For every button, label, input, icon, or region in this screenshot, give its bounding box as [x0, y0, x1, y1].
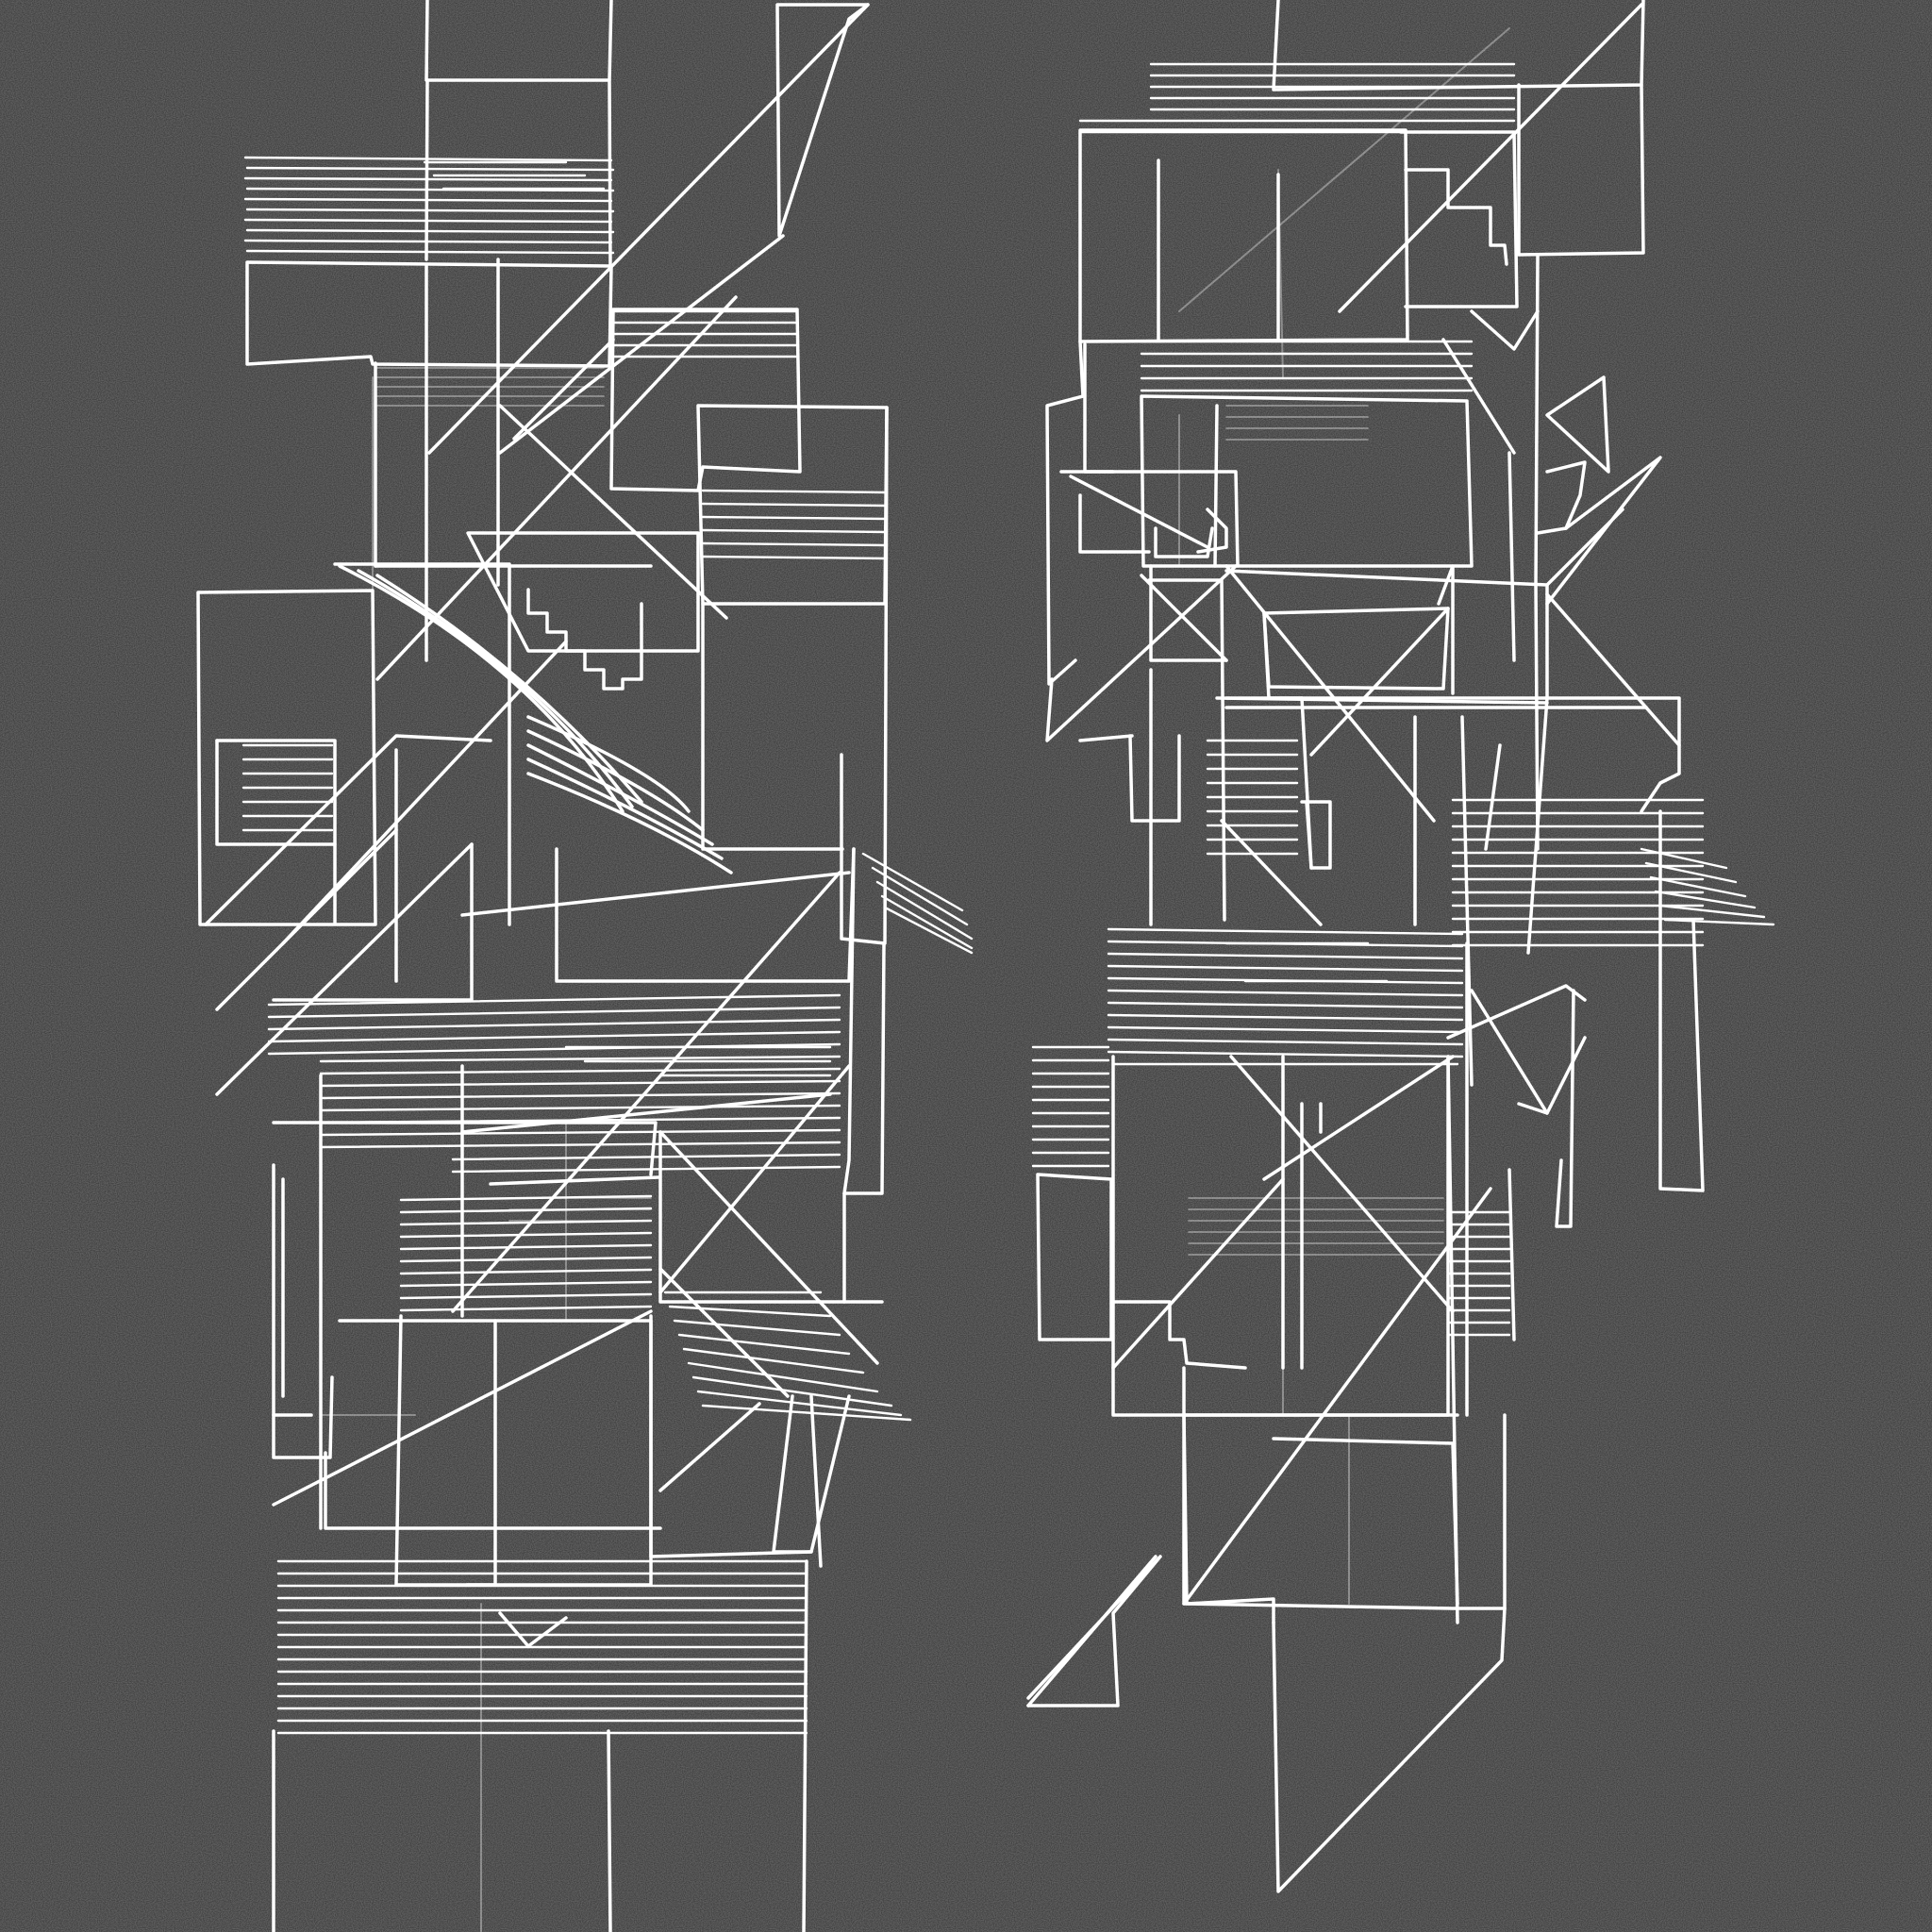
left-center-hatch [267, 993, 841, 1174]
left-third-hatch [701, 489, 889, 560]
left-tower [196, 0, 974, 1932]
right-wing-hatch [1451, 798, 1775, 947]
right-faint-lines [1178, 27, 1510, 1605]
left-second-hatch [611, 309, 799, 358]
left-mid-hatch [399, 1194, 653, 1312]
right-faint-hatch [1188, 405, 1444, 1256]
left-small-hatch [242, 743, 334, 832]
left-arc-fan [338, 564, 733, 874]
right-second-hatch [1140, 340, 1474, 392]
right-small-hatch [1206, 739, 1299, 856]
right-left-wing-hatch [1031, 1045, 1110, 1168]
left-fan-hatch [663, 1291, 912, 1422]
right-tower [1026, 0, 1775, 1893]
left-side-ticks [861, 852, 974, 955]
left-bottom-hatch [276, 1559, 808, 1735]
left-faint-lines [320, 376, 567, 1932]
left-top-hatch [243, 156, 615, 255]
left-top-column [425, 0, 613, 82]
left-faint-hatch [376, 367, 652, 1222]
right-center-hatch [1107, 927, 1464, 1066]
right-lower-hatch [1446, 1210, 1511, 1337]
